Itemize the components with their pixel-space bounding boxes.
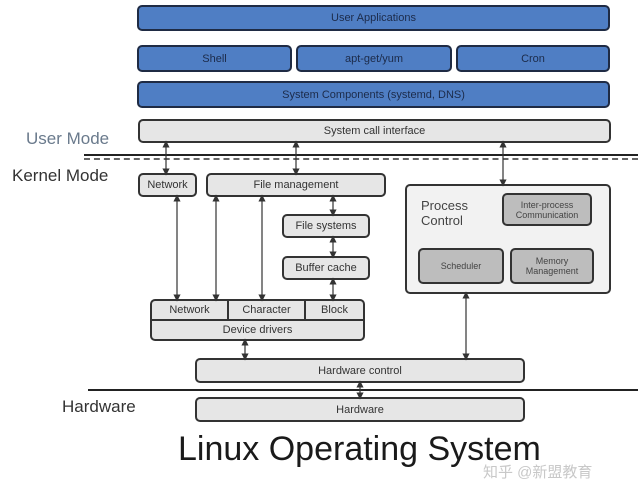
system-components-box: System Components (systemd, DNS) [137,81,610,108]
buffer-cache-box: Buffer cache [282,256,370,280]
device-drivers-label: Device drivers [222,324,293,336]
watermark: 知乎 @新盟教育 [483,464,593,481]
ipc-box: Inter-process Communication [502,193,592,226]
hardware-mode-label: Hardware [62,397,136,416]
file-systems-box: File systems [282,214,370,238]
hardware-control-box: Hardware control [195,358,525,383]
driver-character-cell: Character [229,301,306,321]
user-mode-label: User Mode [26,129,110,148]
hardware-box: Hardware [195,397,525,422]
driver-block-cell: Block [306,301,363,321]
user-kernel-boundary-line [84,154,638,156]
user-applications-box: User Applications [137,5,610,31]
shell-box: Shell [137,45,292,72]
memory-management-box: Memory Management [510,248,594,284]
scheduler-box: Scheduler [418,248,504,284]
package-manager-box: apt-get/yum [296,45,452,72]
diagram-title: Linux Operating System [178,430,541,468]
cron-box: Cron [456,45,610,72]
kernel-mode-label: Kernel Mode [12,166,109,185]
system-call-interface-box: System call interface [138,119,611,143]
process-control-label: Process Control [421,198,468,228]
user-kernel-boundary-dash [84,158,638,160]
driver-network-cell: Network [152,301,229,321]
device-drivers-box: Network Character Block Device drivers [150,299,365,341]
